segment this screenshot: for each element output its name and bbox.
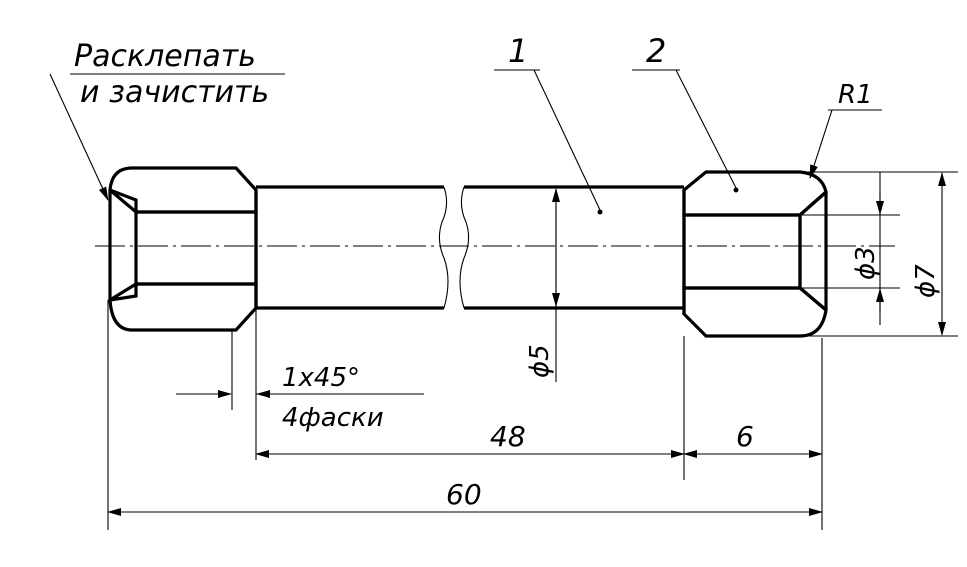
callout-1-label: 1: [508, 32, 528, 70]
chamfer-note: 1x45° 4фаски: [176, 310, 424, 460]
dim-rod-diameter-text: ϕ5: [525, 344, 555, 378]
note-line2: и зачистить: [80, 75, 269, 110]
radius-leader: [809, 109, 833, 179]
chamfer-size-text: 1x45°: [282, 363, 360, 393]
dim-rod-diameter: ϕ5: [525, 188, 560, 382]
dim-total-length-text: 60: [446, 478, 482, 511]
dim-outer-diameter-text: ϕ7: [911, 264, 941, 298]
chamfer-count-text: 4фаски: [282, 403, 384, 433]
callout-part2: 2: [632, 32, 739, 193]
rod: [256, 185, 684, 310]
callout-1-dot: [597, 209, 603, 215]
note-line1: Расклепать: [74, 39, 256, 74]
callout-2-leader: [675, 69, 737, 189]
right-sleeve-chamfer-bottom: [798, 286, 828, 312]
right-sleeve-hatch-bottom: [682, 286, 828, 338]
dim-rod-length-text: 48: [490, 420, 526, 453]
rod-break-right: [459, 186, 470, 309]
left-sleeve-flare-top: [108, 188, 138, 214]
dim-hole-diameter-text: ϕ3: [851, 246, 881, 280]
callout-2-dot: [733, 187, 739, 193]
callout-1-leader: [533, 69, 601, 211]
callout-2-label: 2: [646, 32, 666, 70]
callout-part1: 1: [494, 32, 603, 215]
dim-hole-diameter: ϕ3: [800, 172, 900, 325]
rod-break-left: [438, 186, 449, 309]
left-sleeve-hatch-top: [108, 166, 258, 214]
radius-label: R1: [838, 80, 873, 110]
dim-sleeve-length-text: 6: [736, 420, 754, 453]
rivet-note: Расклепать и зачистить: [49, 39, 285, 201]
note-leader: [49, 73, 109, 201]
right-sleeve-chamfer-top: [798, 190, 828, 217]
right-sleeve-bore: [682, 213, 802, 290]
dim-lengths: 48 6 60: [107, 300, 823, 530]
left-sleeve-flare-bottom: [109, 282, 137, 302]
right-sleeve-hatch-top: [682, 170, 828, 217]
left-sleeve-bore: [134, 210, 258, 286]
right-sleeve: [682, 170, 828, 338]
left-sleeve-hatch-bottom: [108, 282, 258, 332]
left-sleeve: [108, 166, 258, 332]
dim-outer-diameter: ϕ7: [806, 171, 958, 337]
radius-callout: R1: [809, 80, 882, 179]
